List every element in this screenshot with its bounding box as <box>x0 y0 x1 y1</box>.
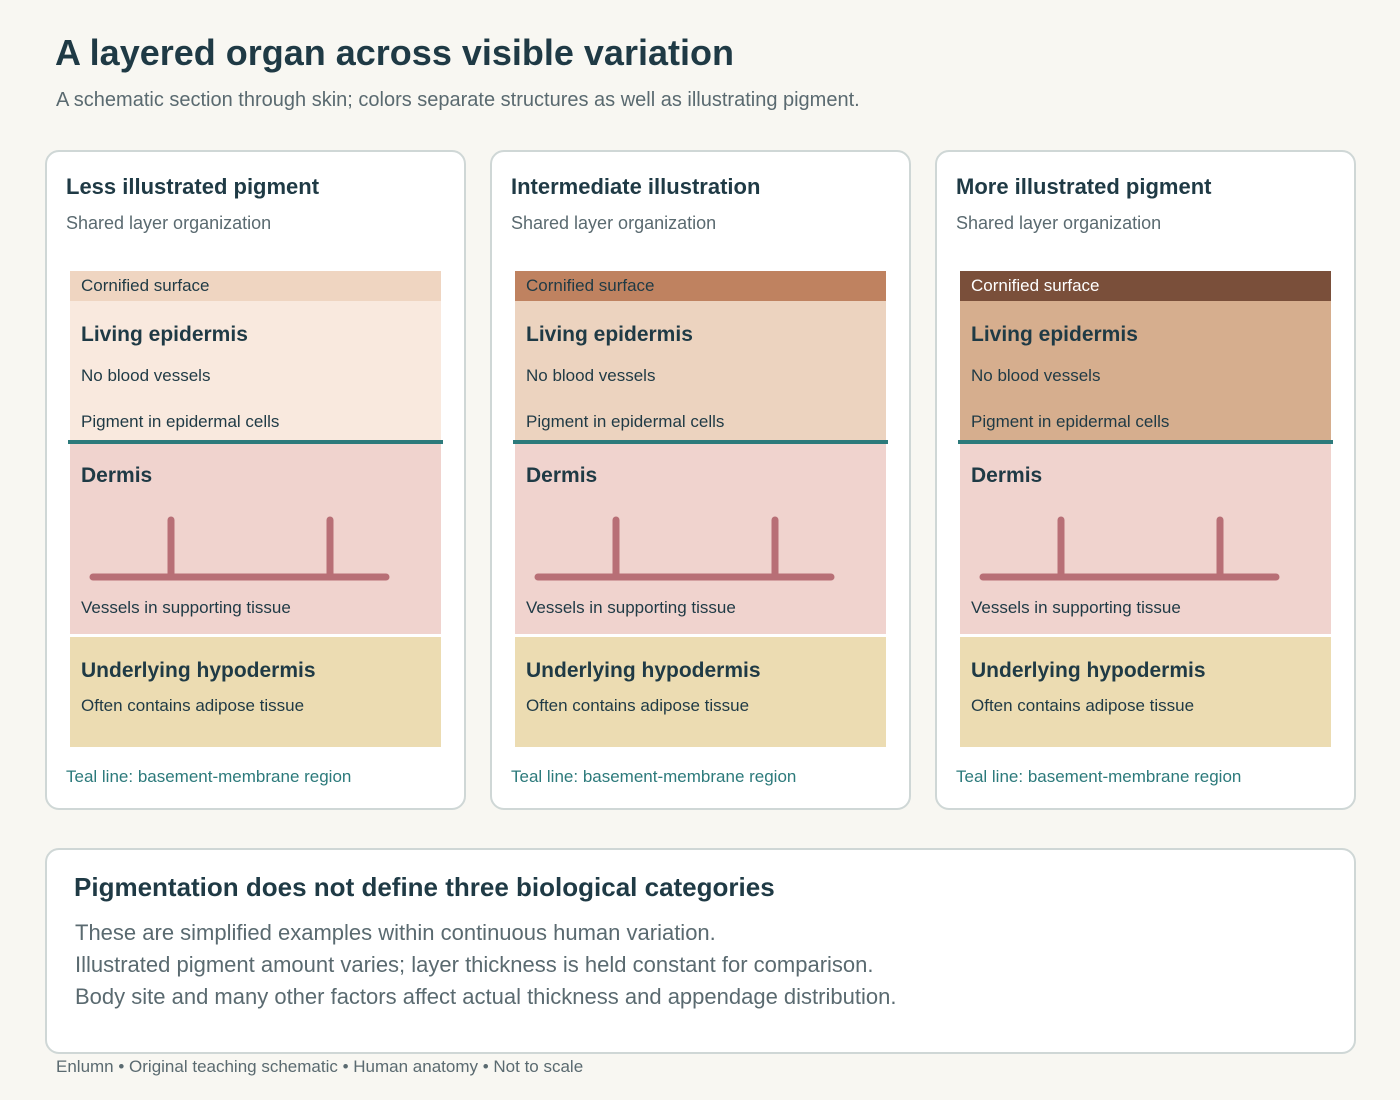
hypodermis-title: Underlying hypodermis <box>526 659 761 682</box>
membrane-legend: Teal line: basement-membrane region <box>511 767 797 786</box>
panel-intermediate-pigment: Intermediate illustration Shared layer o… <box>490 150 911 810</box>
cornified-label: Cornified surface <box>971 276 1100 295</box>
panel-less-pigment: Less illustrated pigment Shared layer or… <box>45 150 466 810</box>
basement-membrane-line <box>68 440 443 444</box>
epidermis-note: No blood vessels <box>971 366 1101 385</box>
page-subtitle: A schematic section through skin; colors… <box>56 89 860 111</box>
hypodermis-layer: Underlying hypodermis Often contains adi… <box>515 637 886 747</box>
dermis-note: Vessels in supporting tissue <box>971 598 1181 617</box>
membrane-legend: Teal line: basement-membrane region <box>66 767 352 786</box>
blood-vessel-icon <box>534 516 835 581</box>
epidermis-title: Living epidermis <box>971 323 1138 346</box>
epidermis-layer: Living epidermis No blood vessels Pigmen… <box>515 301 886 441</box>
dermis-layer: Dermis Vessels in supporting tissue <box>515 444 886 634</box>
hypodermis-title: Underlying hypodermis <box>971 659 1206 682</box>
blood-vessel-icon <box>89 516 390 581</box>
note-title: Pigmentation does not define three biolo… <box>74 872 775 902</box>
dermis-note: Vessels in supporting tissue <box>526 598 736 617</box>
panel-title: Less illustrated pigment <box>66 174 320 199</box>
cornified-label: Cornified surface <box>526 276 655 295</box>
epidermis-layer: Living epidermis No blood vessels Pigmen… <box>960 301 1331 441</box>
panel-subtitle: Shared layer organization <box>511 213 717 233</box>
hypodermis-note: Often contains adipose tissue <box>81 696 305 715</box>
panel-title: Intermediate illustration <box>511 174 761 199</box>
epidermis-title: Living epidermis <box>526 323 693 346</box>
hypodermis-note: Often contains adipose tissue <box>971 696 1195 715</box>
panel-title: More illustrated pigment <box>956 174 1212 199</box>
blood-vessel-icon <box>979 516 1280 581</box>
dermis-note: Vessels in supporting tissue <box>81 598 291 617</box>
epidermis-note: Pigment in epidermal cells <box>526 412 725 431</box>
note-line: These are simplified examples within con… <box>75 920 716 945</box>
epidermis-layer: Living epidermis No blood vessels Pigmen… <box>70 301 441 441</box>
basement-membrane-line <box>513 440 888 444</box>
cornified-layer: Cornified surface <box>960 271 1331 301</box>
note-box: Pigmentation does not define three biolo… <box>45 848 1356 1054</box>
panel-subtitle: Shared layer organization <box>66 213 272 233</box>
dermis-layer: Dermis Vessels in supporting tissue <box>70 444 441 634</box>
epidermis-title: Living epidermis <box>81 323 248 346</box>
epidermis-note: No blood vessels <box>81 366 211 385</box>
hypodermis-layer: Underlying hypodermis Often contains adi… <box>70 637 441 747</box>
dermis-title: Dermis <box>81 464 153 487</box>
note-line: Body site and many other factors affect … <box>75 984 897 1009</box>
cornified-layer: Cornified surface <box>515 271 886 301</box>
skin-section: Cornified surface Living epidermis No bl… <box>958 271 1333 747</box>
page-footer: Enlumn • Original teaching schematic • H… <box>56 1057 584 1076</box>
dermis-title: Dermis <box>526 464 598 487</box>
dermis-layer: Dermis Vessels in supporting tissue <box>960 444 1331 634</box>
membrane-legend: Teal line: basement-membrane region <box>956 767 1242 786</box>
cornified-layer: Cornified surface <box>70 271 441 301</box>
hypodermis-note: Often contains adipose tissue <box>526 696 750 715</box>
epidermis-note: No blood vessels <box>526 366 656 385</box>
dermis-title: Dermis <box>971 464 1043 487</box>
basement-membrane-line <box>958 440 1333 444</box>
panel-subtitle: Shared layer organization <box>956 213 1162 233</box>
skin-section: Cornified surface Living epidermis No bl… <box>513 271 888 747</box>
hypodermis-layer: Underlying hypodermis Often contains adi… <box>960 637 1331 747</box>
cornified-label: Cornified surface <box>81 276 210 295</box>
note-line: Illustrated pigment amount varies; layer… <box>75 952 874 977</box>
epidermis-note: Pigment in epidermal cells <box>81 412 280 431</box>
panel-more-pigment: More illustrated pigment Shared layer or… <box>935 150 1356 810</box>
skin-section: Cornified surface Living epidermis No bl… <box>68 271 443 747</box>
page-title: A layered organ across visible variation <box>55 32 734 73</box>
epidermis-note: Pigment in epidermal cells <box>971 412 1170 431</box>
hypodermis-title: Underlying hypodermis <box>81 659 316 682</box>
